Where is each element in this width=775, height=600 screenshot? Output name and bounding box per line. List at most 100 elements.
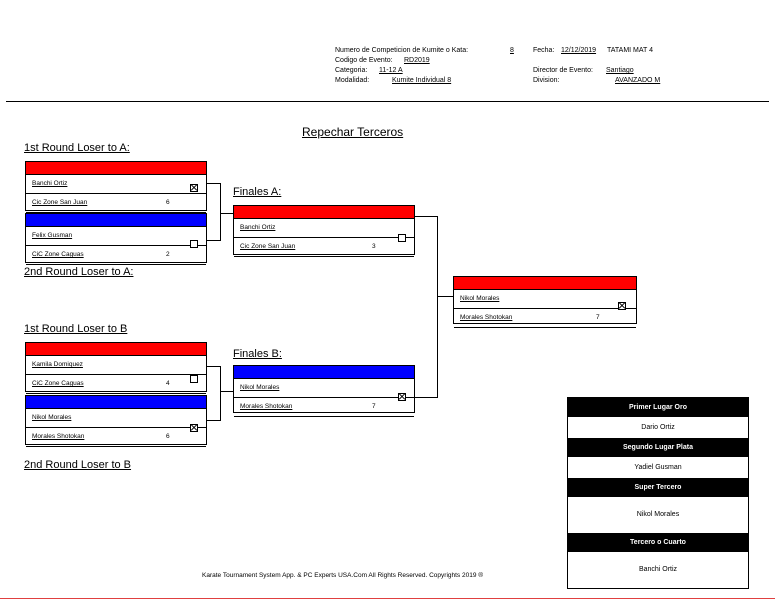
competitor-team-row: Cic Zone San Juan 6: [26, 194, 206, 213]
checked-box-icon[interactable]: [618, 302, 626, 310]
competitor-team: Morales Shotokan: [460, 314, 513, 321]
red-corner-bar: [234, 206, 414, 219]
connector-b1-vertical: [220, 366, 221, 421]
header-categoria-value: 11-12 A: [379, 67, 403, 74]
competitor-name: Nikol Morales: [240, 384, 280, 391]
header-fecha-label: Fecha:: [533, 47, 555, 54]
connector-b1-to-final: [220, 391, 233, 392]
competitor-team-row: CiC Zone Caguas 2: [26, 246, 206, 265]
match-final-a: Banchi Ortiz Cic Zone San Juan 3: [233, 205, 415, 257]
podium-results: Primer Lugar Oro Dario Ortiz Segundo Lug…: [567, 397, 749, 589]
match-a1-red: Banchi Ortiz Cic Zone San Juan 6: [25, 161, 207, 213]
competitor-name: Banchi Ortiz: [240, 224, 276, 231]
competitor-team-row: CiC Zone Caguas 4: [26, 375, 206, 394]
competitor-team: CiC Zone Caguas: [32, 251, 84, 258]
competitor-name: Banchi Ortiz: [32, 180, 68, 187]
podium-label-third: Tercero o Cuarto: [568, 533, 748, 552]
match-a1-blue: Felix Gusman CiC Zone Caguas 2: [25, 213, 207, 265]
header-division-value: AVANZADO M: [615, 77, 661, 84]
connector-a1-top: [207, 183, 220, 184]
header-fecha-value: 12/12/2019: [561, 47, 597, 54]
competitor-score: 7: [372, 403, 376, 410]
connector-final-b: [415, 397, 437, 398]
competitor-score: 4: [166, 380, 170, 387]
header-tatami: TATAMI MAT 4: [607, 47, 654, 54]
section-r1-loser-a: 1st Round Loser to A:: [24, 142, 130, 154]
competitor-name-row: Nikol Morales: [26, 409, 206, 428]
competitor-name: Felix Gusman: [32, 232, 73, 239]
checked-box-icon[interactable]: [190, 424, 198, 432]
header-divider: [6, 101, 769, 102]
competitor-name-row: Nikol Morales: [454, 290, 636, 309]
page-title: Repechar Terceros: [302, 125, 404, 139]
competitor-team: Cic Zone San Juan: [32, 199, 88, 206]
competitor-name-row: Banchi Ortiz: [234, 219, 414, 238]
podium-label-silver: Segundo Lugar Plata: [568, 438, 748, 457]
podium-value-gold: Dario Ortiz: [568, 417, 748, 438]
competitor-team: Morales Shotokan: [32, 433, 85, 440]
blue-corner-bar: [234, 366, 414, 379]
section-r2-loser-b: 2nd Round Loser to B: [24, 459, 132, 471]
header-director-label: Director de Evento:: [533, 67, 593, 74]
competitor-team-row: Morales Shotokan 7: [454, 309, 636, 328]
competitor-score: 7: [596, 314, 600, 321]
competitor-team-row: Cic Zone San Juan 3: [234, 238, 414, 257]
footer-divider: [0, 598, 775, 599]
header-codigo-value: RD2019: [404, 57, 430, 64]
blue-corner-bar: [26, 396, 206, 409]
podium-value-silver: Yadiel Gusman: [568, 457, 748, 478]
red-corner-bar: [26, 162, 206, 175]
checked-box-icon[interactable]: [398, 393, 406, 401]
competitor-team-row: Morales Shotokan 6: [26, 428, 206, 447]
match-b1-blue: Nikol Morales Morales Shotokan 6: [25, 395, 207, 447]
header-comp-value: 8: [510, 47, 514, 54]
red-corner-bar: [26, 343, 206, 356]
connector-b1-top: [207, 366, 220, 367]
competitor-score: 2: [166, 251, 170, 258]
competitor-score: 6: [166, 199, 170, 206]
checked-box-icon[interactable]: [190, 184, 198, 192]
competitor-name-row: Kamila Domiquez: [26, 356, 206, 375]
section-finales-b: Finales B:: [233, 348, 282, 360]
section-r2-loser-a: 2nd Round Loser to A:: [24, 266, 134, 278]
podium-label-super-third: Super Tercero: [568, 478, 748, 497]
podium-label-gold: Primer Lugar Oro: [568, 398, 748, 417]
header-codigo-label: Codigo de Evento:: [335, 57, 393, 64]
section-r1-loser-b: 1st Round Loser to B: [24, 323, 128, 335]
connector-finals-vertical: [437, 216, 438, 398]
header-director-value: Santiago: [606, 67, 634, 74]
connector-to-winner: [437, 296, 453, 297]
header-comp-label: Numero de Competicion de Kumite o Kata:: [335, 47, 469, 54]
unchecked-box-icon[interactable]: [190, 240, 198, 248]
header-division-label: Division:: [533, 77, 560, 84]
competitor-name-row: Nikol Morales: [234, 379, 414, 398]
competitor-team: Morales Shotokan: [240, 403, 293, 410]
competitor-score: 6: [166, 433, 170, 440]
competitor-team: CiC Zone Caguas: [32, 380, 84, 387]
competitor-name: Kamila Domiquez: [32, 361, 83, 368]
connector-final-a: [415, 216, 437, 217]
header-categoria-label: Categoria:: [335, 67, 368, 74]
red-corner-bar: [454, 277, 636, 290]
competitor-name-row: Banchi Ortiz: [26, 175, 206, 194]
blue-corner-bar: [26, 214, 206, 227]
match-winner: Nikol Morales Morales Shotokan 7: [453, 276, 637, 328]
match-b1-red: Kamila Domiquez CiC Zone Caguas 4: [25, 342, 207, 394]
competitor-team-row: Morales Shotokan 7: [234, 398, 414, 417]
match-final-b: Nikol Morales Morales Shotokan 7: [233, 365, 415, 417]
section-finales-a: Finales A:: [233, 186, 282, 198]
connector-a1-to-final: [220, 213, 233, 214]
competitor-team: Cic Zone San Juan: [240, 243, 296, 250]
footer-copyright: Karate Tournament System App. & PC Exper…: [202, 572, 484, 579]
competitor-score: 3: [372, 243, 376, 250]
podium-value-super-third: Nikol Morales: [568, 497, 748, 533]
header-modalidad-label: Modalidad:: [335, 77, 370, 84]
competitor-name-row: Felix Gusman: [26, 227, 206, 246]
unchecked-box-icon[interactable]: [190, 375, 198, 383]
connector-a1-bottom: [207, 240, 220, 241]
connector-b1-bottom: [207, 420, 220, 421]
competitor-name: Nikol Morales: [32, 414, 72, 421]
competitor-name: Nikol Morales: [460, 295, 500, 302]
header-modalidad-value: Kumite Individual 8: [392, 77, 452, 84]
unchecked-box-icon[interactable]: [398, 234, 406, 242]
